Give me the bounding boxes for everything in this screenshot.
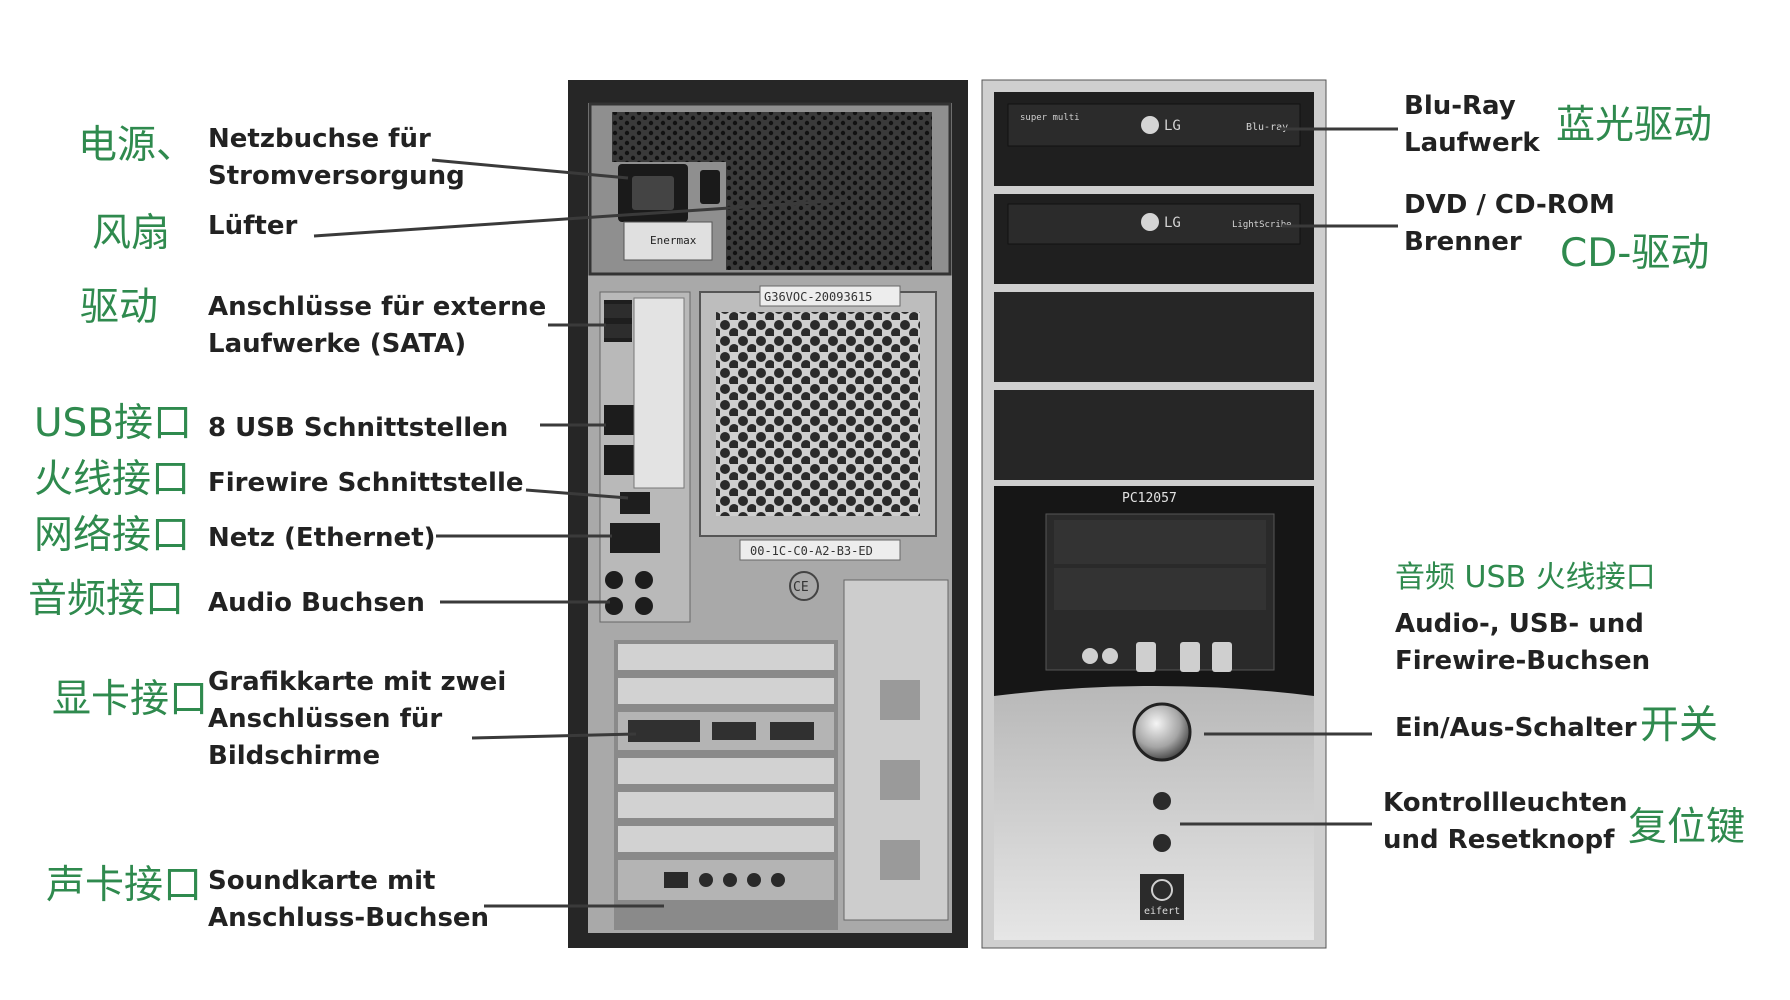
label-line: Brenner [1404,227,1522,257]
label-leds-reset: Kontrollleuchten und Resetknopf [1383,785,1628,859]
label-front-ports: Audio-, USB- und Firewire-Buchsen [1395,606,1650,680]
indicator-light [1153,792,1171,810]
label-line: Ein/Aus-Schalter [1395,713,1637,743]
power-button[interactable] [1132,702,1192,762]
note-sound-card: 声卡接口 [46,863,203,908]
serial-label: G36VOC-20093615 [764,290,872,304]
label-line: Lüfter [208,211,298,241]
label-line: Anschlüssen für [208,704,443,734]
pointer-line [431,158,629,180]
audio-jack [1082,648,1098,664]
note-firewire: 火线接口 [34,457,191,502]
usb-port [1180,642,1200,672]
label-line: Laufwerke (SATA) [208,329,467,359]
label-line: Audio Buchsen [208,588,425,618]
label-usb: 8 USB Schnittstellen [208,410,508,447]
audio-jack [1102,648,1118,664]
power-switch [700,170,720,204]
label-dvd: DVD / CD-ROM Brenner [1404,187,1615,261]
note-power-fan-1: 电源、 [78,123,196,168]
model-label: PC12057 [1122,491,1177,506]
label-fan: Lüfter [208,208,297,245]
firewire-port [620,492,650,514]
label-line: Kontrollleuchten [1383,788,1628,818]
label-power-socket: Netzbuchse für Stromversorgung [208,121,465,195]
usb-port [604,405,634,435]
pc-front-photo: super multi LG Blu-ray LG LightScribe PC… [981,79,1327,949]
label-line: und Resetknopf [1383,825,1615,855]
note-cd: CD-驱动 [1560,231,1710,276]
note-network: 网络接口 [34,513,191,558]
reset-button[interactable] [1153,834,1171,852]
audio-jack [605,571,623,589]
note-front-ports: 音频 USB 火线接口 [1395,560,1656,595]
drive-logo-2: LightScribe [1232,220,1292,230]
mac-label: 00-1C-C0-A2-B3-ED [750,544,873,558]
dvi-port [628,720,700,742]
usb-port [1136,642,1156,672]
note-blu-ray: 蓝光驱动 [1556,103,1713,148]
label-line: Bildschirme [208,741,381,771]
pointer-line [525,488,629,500]
vga-port [770,722,814,740]
brand-badge [1140,874,1184,920]
note-usb: USB接口 [34,401,193,446]
label-line: Audio-, USB- und [1395,609,1644,639]
label-line: Anschluss-Buchsen [208,903,490,933]
label-sound-card: Soundkarte mit Anschluss-Buchsen [208,863,489,937]
label-blu-ray: Blu-Ray Laufwerk [1404,88,1540,162]
label-line: 8 USB Schnittstellen [208,413,509,443]
label-line: Blu-Ray [1404,91,1516,121]
label-audio: Audio Buchsen [208,585,425,622]
label-line: DVD / CD-ROM [1404,190,1615,220]
pointer-line [313,198,849,238]
label-line: Grafikkarte mit zwei [208,667,507,697]
label-power-switch: Ein/Aus-Schalter [1395,710,1637,747]
note-graphics: 显卡接口 [52,677,209,722]
note-power-switch: 开关 [1640,703,1719,748]
label-line: Netzbuchse für [208,124,431,154]
label-line: Stromversorgung [208,161,465,191]
note-drive: 驱动 [80,285,159,330]
firewire-port [1212,642,1232,672]
drive-brand-1: LG [1164,118,1181,134]
note-audio: 音频接口 [28,577,185,622]
label-line: Soundkarte mit [208,866,436,896]
sata-port [604,324,632,338]
sata-port [604,304,632,318]
vga-port [712,722,756,740]
label-line: Anschlüsse für externe [208,292,547,322]
empty-bay [994,292,1314,382]
label-firewire: Firewire Schnittstelle [208,465,524,502]
label-graphics-card: Grafikkarte mit zwei Anschlüssen für Bil… [208,664,506,775]
ethernet-port [610,523,660,553]
audio-jack [635,571,653,589]
pointer-line [471,732,637,740]
blu-ray-logo: Blu-ray [1246,122,1288,133]
psu-brand-text: Enermax [650,234,697,247]
label-sata: Anschlüsse für externe Laufwerke (SATA) [208,289,546,363]
label-line: Laufwerk [1404,128,1540,158]
label-ethernet: Netz (Ethernet) [208,520,436,557]
ce-mark: CE [793,580,809,595]
label-line: Firewire-Buchsen [1395,646,1651,676]
label-line: Netz (Ethernet) [208,523,436,553]
audio-jack [635,597,653,615]
drive-brand-2: LG [1164,215,1181,231]
drive-logo-1: super multi [1020,113,1080,123]
note-reset: 复位键 [1628,805,1746,850]
pointer-lines [313,127,1398,908]
label-line: Firewire Schnittstelle [208,468,524,498]
audio-jack [605,597,623,615]
brand-text: eifert [1144,906,1180,917]
note-fan: 风扇 [92,211,171,256]
empty-bay [994,390,1314,480]
pc-back-photo: Enermax G36VOC-20093615 00-1C-C0-A2-B3-E… [568,80,968,948]
usb-port [604,445,634,475]
